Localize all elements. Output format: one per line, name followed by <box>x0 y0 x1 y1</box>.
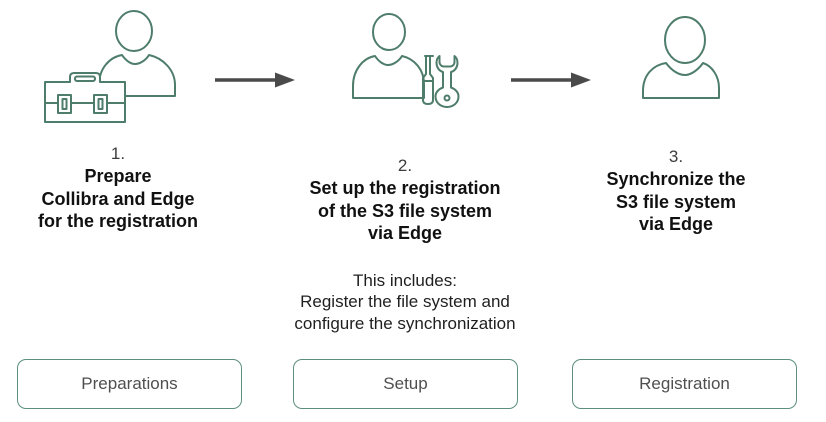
step-number: 3. <box>668 147 684 166</box>
step-number: 1. <box>110 144 126 163</box>
step-title-line: via Edge <box>367 223 443 243</box>
step-subtext: This includes: Register the file system … <box>286 270 524 335</box>
step-title-line: Prepare <box>84 166 152 186</box>
right-arrow-icon <box>511 72 591 88</box>
preparations-button[interactable]: Preparations <box>17 359 242 409</box>
step-title-line: Collibra and Edge <box>41 188 195 209</box>
step-title-line: Synchronize the <box>606 169 746 189</box>
step-title: Prepare Collibra and Edge for the regist… <box>10 165 226 233</box>
step-number: 2. <box>397 156 413 175</box>
step-title: Set up the registration of the S3 file s… <box>286 177 524 245</box>
setup-button[interactable]: Setup <box>293 359 518 409</box>
step-title-line: via Edge <box>638 214 714 234</box>
step-subtext-line: configure the synchronization <box>294 313 516 333</box>
right-arrow-icon <box>215 72 295 88</box>
step-title-line: for the registration <box>37 211 198 231</box>
person-with-toolbox-icon <box>44 10 176 123</box>
person-icon <box>642 16 720 99</box>
registration-button[interactable]: Registration <box>572 359 797 409</box>
step-3-text: 3. Synchronize the S3 file system via Ed… <box>564 146 788 236</box>
step-subtext-line: This includes: <box>353 270 457 290</box>
step-subtext-line: Register the file system and <box>300 292 510 311</box>
step-title: Synchronize the S3 file system via Edge <box>564 168 788 236</box>
step-title-line: S3 file system <box>615 191 737 212</box>
step-title-line: of the S3 file system <box>317 200 493 221</box>
step-title-line: Set up the registration <box>309 178 501 198</box>
step-1-text: 1. Prepare Collibra and Edge for the reg… <box>10 143 226 233</box>
step-2-text: 2. Set up the registration of the S3 fil… <box>286 155 524 334</box>
person-with-tools-icon <box>352 13 460 108</box>
